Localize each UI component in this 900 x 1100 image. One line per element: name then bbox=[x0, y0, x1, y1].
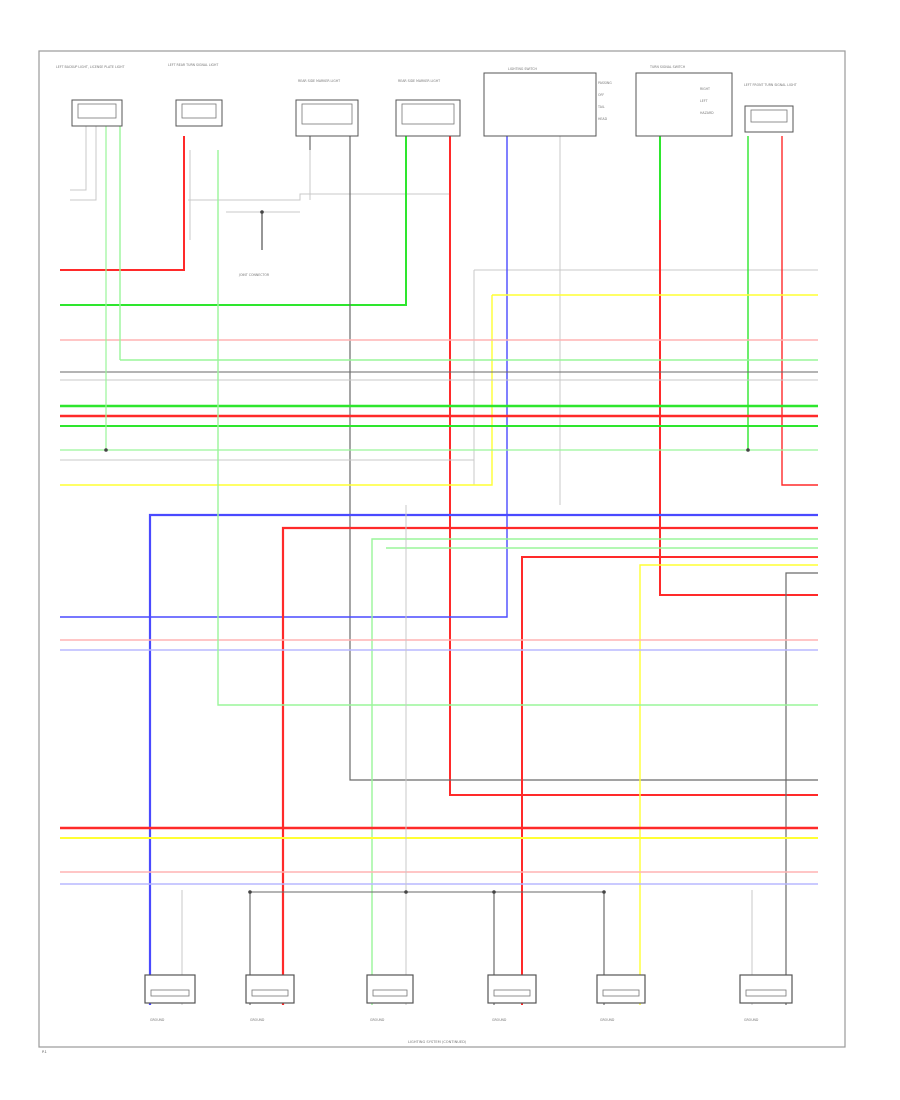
ground-4: GROUND bbox=[487, 974, 537, 1022]
component-left-front-turn-signal: LEFT FRONT TURN SIGNAL LIGHT bbox=[744, 83, 797, 133]
splice-layer bbox=[104, 210, 750, 894]
ground-2: GROUND bbox=[245, 974, 295, 1022]
switch-position-label: PASSING bbox=[598, 81, 612, 85]
wire-light-green bbox=[371, 538, 818, 1005]
wire-blue bbox=[60, 136, 508, 618]
component-lighting-switch: LIGHTING SWITCH PASSING OFF TAIL HEAD bbox=[483, 67, 612, 137]
ground-3: GROUND bbox=[366, 974, 414, 1022]
component-left-backup-light: LEFT BACKUP LIGHT, LICENSE PLATE LIGHT bbox=[56, 65, 125, 127]
switch-position-label: RIGHT bbox=[700, 87, 710, 91]
joint-connector: JOINT CONNECTOR bbox=[238, 273, 270, 277]
component-label: REAR SIDE MARKER LIGHT bbox=[398, 79, 440, 83]
ground-6: GROUND bbox=[739, 974, 793, 1022]
ground-label: GROUND bbox=[600, 1018, 615, 1022]
ground-label: GROUND bbox=[492, 1018, 507, 1022]
wire-red bbox=[781, 136, 818, 486]
ground-label: GROUND bbox=[150, 1018, 165, 1022]
wire-gray bbox=[785, 572, 818, 1005]
wire-green bbox=[60, 136, 407, 306]
diagram-frame bbox=[38, 50, 846, 1048]
wire-light-gray bbox=[70, 126, 97, 201]
wire-light-gray bbox=[188, 193, 450, 201]
component-label: LEFT REAR TURN SIGNAL LIGHT bbox=[168, 63, 218, 67]
wire-red bbox=[60, 136, 185, 271]
wire-blue bbox=[148, 513, 818, 1005]
component-turn-signal-switch: TURN SIGNAL SWITCH RIGHT LEFT HAZARD bbox=[635, 65, 733, 137]
wire-gray bbox=[349, 136, 818, 781]
wire-layer bbox=[60, 126, 818, 1005]
component-label: LIGHTING SWITCH bbox=[508, 67, 537, 71]
wire-yellow bbox=[639, 564, 818, 1005]
switch-position-label: OFF bbox=[598, 93, 604, 97]
joint-connector-label: JOINT CONNECTOR bbox=[238, 273, 270, 277]
ground-label: GROUND bbox=[744, 1018, 759, 1022]
page-reference: P.1 bbox=[42, 1050, 47, 1054]
ground-1: GROUND bbox=[144, 974, 196, 1022]
ground-5: GROUND bbox=[596, 974, 646, 1022]
wire-yellow bbox=[60, 295, 493, 486]
component-label: REAR SIDE MARKER LIGHT bbox=[298, 79, 340, 83]
component-rear-side-marker-2: REAR SIDE MARKER LIGHT bbox=[395, 79, 461, 137]
wire-red bbox=[521, 556, 818, 1005]
component-left-rear-turn-signal: LEFT REAR TURN SIGNAL LIGHT bbox=[168, 63, 223, 127]
splice-point bbox=[746, 448, 750, 452]
switch-position-label: LEFT bbox=[700, 99, 708, 103]
component-label: TURN SIGNAL SWITCH bbox=[649, 65, 686, 69]
component-rear-side-marker-1: REAR SIDE MARKER LIGHT bbox=[295, 79, 359, 137]
wire-red bbox=[281, 526, 818, 1005]
ground-label: GROUND bbox=[370, 1018, 385, 1022]
component-label: LEFT FRONT TURN SIGNAL LIGHT bbox=[744, 83, 797, 87]
splice-point bbox=[260, 210, 264, 214]
splice-point bbox=[602, 890, 606, 894]
switch-position-label: HAZARD bbox=[700, 111, 714, 115]
wire-red bbox=[659, 220, 818, 596]
switch-position-label: HEAD bbox=[598, 117, 608, 121]
component-label: LEFT BACKUP LIGHT, LICENSE PLATE LIGHT bbox=[56, 65, 125, 69]
diagram-caption: LIGHTING SYSTEM (CONTINUED) bbox=[408, 1040, 467, 1044]
wire-red bbox=[449, 136, 818, 796]
splice-point bbox=[492, 890, 496, 894]
ground-label: GROUND bbox=[250, 1018, 265, 1022]
wire-light-gray bbox=[70, 126, 87, 191]
switch-position-label: TAIL bbox=[597, 105, 605, 109]
splice-point bbox=[248, 890, 252, 894]
splice-point bbox=[404, 890, 408, 894]
splice-point bbox=[104, 448, 108, 452]
wire-light-green bbox=[217, 150, 818, 706]
